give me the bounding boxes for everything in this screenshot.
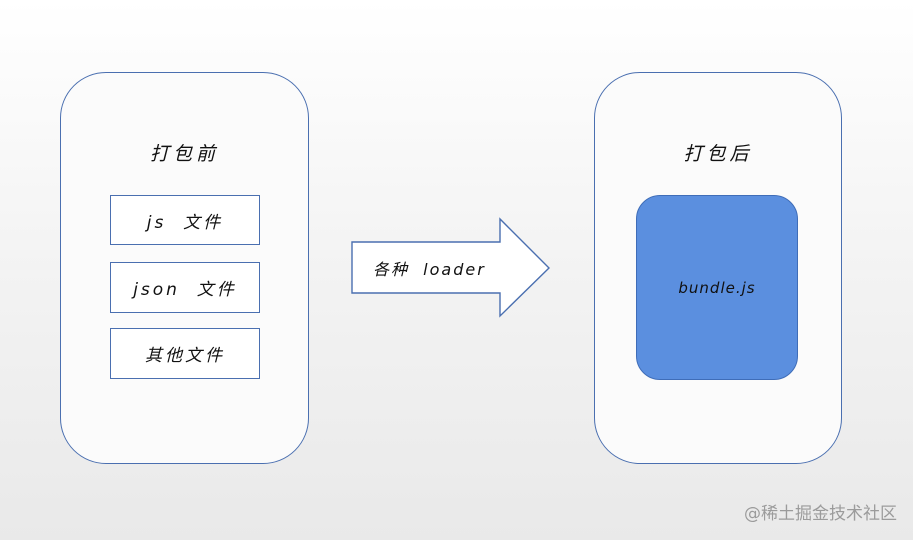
json-files-box: json 文件 [110,262,260,313]
loader-arrow-label: 各种 loader [373,260,486,279]
loader-arrow [351,217,550,318]
before-bundling-title: 打包前 [149,143,219,165]
after-bundling-title: 打包后 [683,143,753,165]
js-files-box: js 文件 [110,195,260,245]
other-files-box: 其他文件 [110,328,260,379]
watermark-text: @稀土掘金技术社区 [744,504,897,524]
loader-arrow-shape [351,217,550,318]
bundle-js-box: bundle.js [636,195,798,380]
